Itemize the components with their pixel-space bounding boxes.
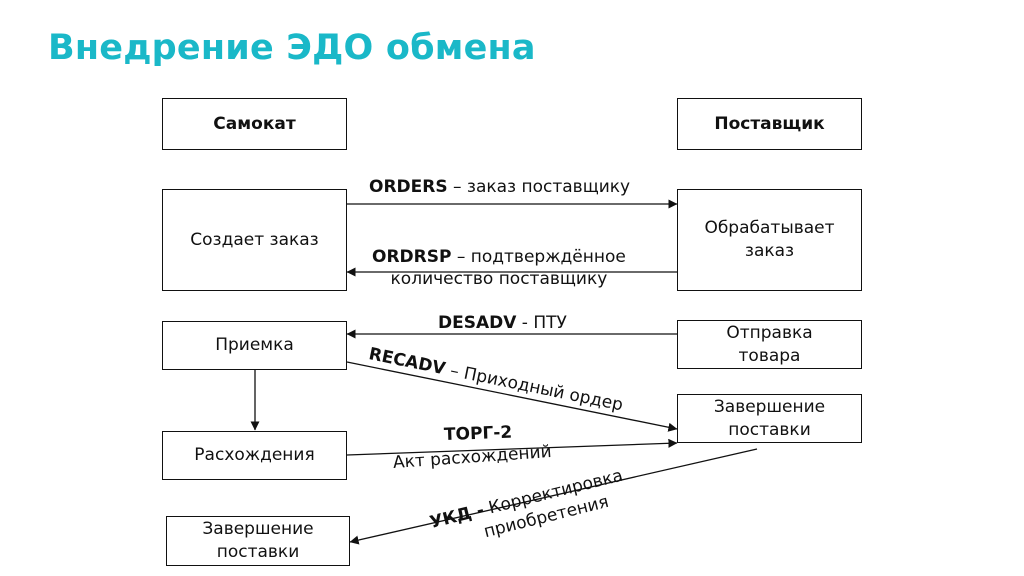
ordrsp-label: ORDRSP – подтверждённое количество поста… <box>372 246 626 290</box>
ordrsp-code: ORDRSP <box>372 247 452 267</box>
orders-code: ORDERS <box>369 177 448 197</box>
recadv-arrow <box>346 361 678 432</box>
ordrsp-text-line2: количество поставщику <box>390 269 608 289</box>
orders-text: – заказ поставщику <box>447 177 631 197</box>
acceptance-box: Приемка <box>162 321 347 370</box>
supplier-completion-box: Завершение поставки <box>677 394 862 443</box>
orders-label: ORDERS – заказ поставщику <box>369 176 630 198</box>
torg2-code-label: ТОРГ-2 <box>443 422 513 445</box>
discrepancies-box: Расхождения <box>162 431 347 480</box>
creates-order-box: Создает заказ <box>162 189 347 291</box>
samokat-completion-box: Завершение поставки <box>166 516 350 566</box>
supplier-header-box: Поставщик <box>677 98 862 150</box>
shipment-box: Отправка товара <box>677 320 862 369</box>
page-title: Внедрение ЭДО обмена <box>48 28 536 68</box>
desadv-code: DESADV <box>438 313 517 333</box>
samokat-header-box: Самокат <box>162 98 347 150</box>
desadv-text: - ПТУ <box>516 313 567 333</box>
processes-order-box: Обрабатывает заказ <box>677 189 862 291</box>
desadv-label: DESADV - ПТУ <box>438 312 567 334</box>
torg2-arrow <box>346 438 678 456</box>
ordrsp-text: – подтверждённое <box>451 247 626 267</box>
ukd-arrow <box>349 448 758 545</box>
